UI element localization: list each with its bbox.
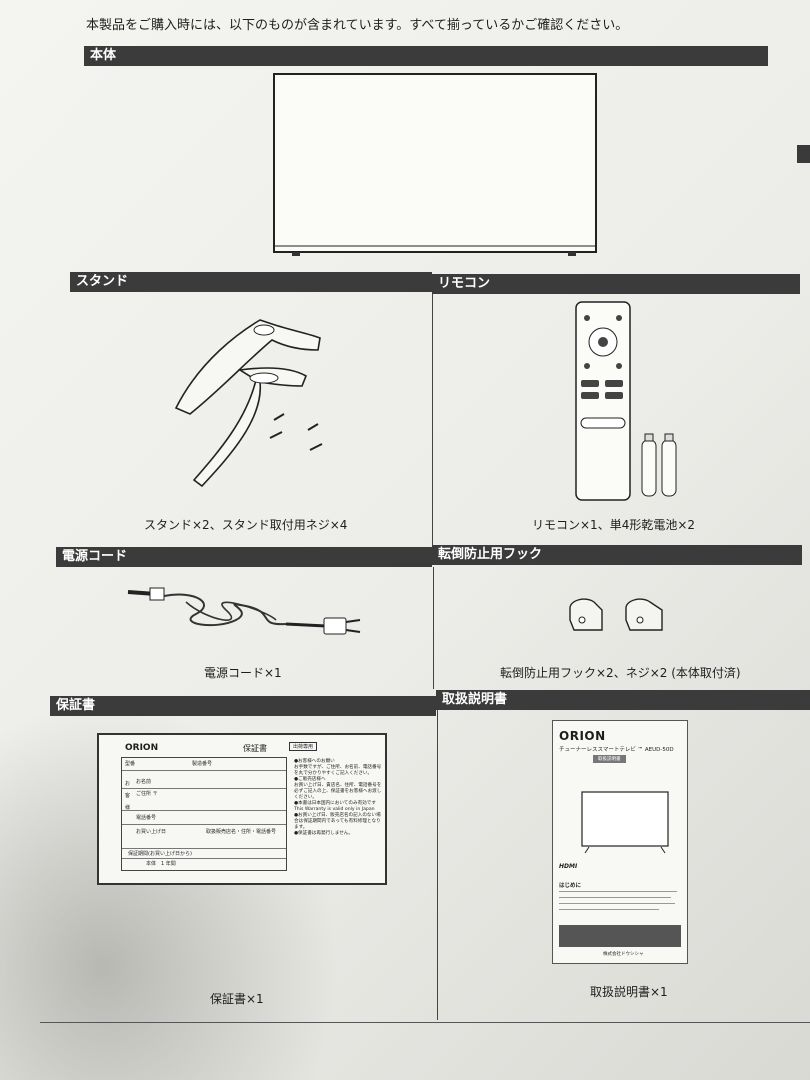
divider-vertical-2	[433, 567, 434, 689]
section-header-manual: 取扱説明書	[436, 690, 810, 710]
caption-manual: 取扱説明書×1	[590, 985, 668, 999]
warranty-form-row	[122, 788, 286, 789]
warranty-title: 保証書	[243, 744, 267, 753]
caption-stand: スタンド×2、スタンド取付用ネジ×4	[144, 518, 348, 532]
warranty-field: お買い上げ日	[136, 829, 167, 835]
warranty-note: ●お客様へのお願い	[294, 759, 335, 764]
manual-heading: はじめに	[559, 883, 582, 889]
anti-tip-hook-illustration	[569, 598, 663, 631]
tv-illustration	[273, 73, 597, 256]
warranty-side-label: 様	[125, 805, 131, 811]
manual-title-pill: 取扱説明書	[593, 755, 626, 763]
warranty-field: 本体 1 年間	[146, 861, 176, 867]
manual-text-line	[559, 903, 675, 904]
page-edge-tab	[797, 145, 810, 163]
warranty-col-label: 製造番号	[192, 761, 213, 767]
warranty-seller-label: 取扱販売店名・住所・電話番号	[206, 829, 277, 835]
manual-subtitle: チューナーレススマートテレビ ™ AEUD-50D	[559, 747, 674, 753]
manual-logo: ORION	[559, 729, 606, 743]
warranty-logo: ORION	[125, 743, 159, 753]
remote-illustration	[575, 301, 677, 501]
warranty-field: ご住所 〒	[136, 791, 158, 797]
warranty-tag: 出荷専用	[289, 742, 318, 751]
manual-footer: 株式会社ドウシシャ	[603, 952, 644, 957]
warranty-form-row	[122, 848, 286, 849]
warranty-card-illustration: ORION 保証書 出荷専用 型番 製造番号 お 客 様 お名前 ご住所 〒 電…	[97, 733, 387, 885]
warranty-form-row	[122, 770, 286, 771]
warranty-form-row	[122, 824, 286, 825]
manual-tv-icon	[581, 791, 669, 854]
warranty-note: お買い上げ日、貴店名、住所、電話番号を必ずご記入の上、保証書をお客様へお渡しくだ…	[294, 783, 382, 800]
manual-cover-illustration: ORION チューナーレススマートテレビ ™ AEUD-50D 取扱説明書 HD…	[552, 720, 688, 964]
section-header-remote: リモコン	[432, 274, 800, 294]
section-header-anti-tip: 転倒防止用フック	[432, 545, 802, 565]
caption-remote: リモコン×1、単4形乾電池×2	[532, 518, 696, 532]
warranty-note: ●保証書は再発行しません。	[294, 831, 353, 836]
stand-illustration	[174, 319, 323, 488]
warranty-col-label: 型番	[125, 761, 136, 767]
warranty-field: お名前	[136, 779, 152, 785]
warranty-form-row	[122, 810, 286, 811]
intro-text: 本製品をご購入時には、以下のものが含まれています。すべて揃っているかご確認くださ…	[86, 18, 629, 33]
caption-power-cord: 電源コード×1	[204, 666, 282, 680]
section-header-stand: スタンド	[70, 272, 432, 292]
warranty-side-label: お	[125, 781, 131, 787]
caption-anti-tip: 転倒防止用フック×2、ネジ×2 (本体取付済)	[500, 666, 741, 680]
section-header-warranty: 保証書	[50, 696, 436, 716]
warranty-field: 電話番号	[136, 815, 157, 821]
manual-notice-box	[559, 925, 681, 947]
warranty-notes: ●お客様へのお願い お手数ですが、ご住所、お名前、電話番号を丸で分かりやすくご記…	[294, 759, 384, 837]
warranty-note: ●ご販売店様へ	[294, 777, 326, 782]
warranty-note: ●お買い上げ日、販売店名の記入のない場合は保証期間内であっても有料修理となります…	[294, 813, 381, 830]
warranty-field: 保証期間(お買い上げ日から)	[128, 851, 192, 857]
manual-text-line	[559, 909, 659, 910]
section-header-power-cord: 電源コード	[56, 547, 432, 567]
warranty-note: お手数ですが、ご住所、お名前、電話番号を丸で分かりやすくご記入ください。	[294, 765, 382, 776]
power-cord-illustration	[127, 587, 361, 635]
caption-warranty: 保証書×1	[210, 992, 264, 1006]
warranty-side-label: 客	[125, 793, 131, 799]
manual-text-line	[559, 891, 677, 892]
warranty-form-grid: 型番 製造番号 お 客 様 お名前 ご住所 〒 電話番号 お買い上げ日 取扱販売…	[121, 757, 287, 871]
divider-vertical-1	[432, 294, 433, 546]
divider-vertical-3	[437, 710, 438, 1020]
warranty-form-row	[122, 858, 286, 859]
section-header-main-unit: 本体	[84, 46, 768, 66]
manual-text-line	[559, 897, 671, 898]
manual-hdmi-logo: HDMI	[559, 863, 578, 870]
bottom-rule	[40, 1022, 810, 1023]
warranty-note: ●本書は日本国内においてのみ有効です	[294, 801, 376, 806]
warranty-note: This Warranty is valid only in Japan	[294, 807, 375, 812]
